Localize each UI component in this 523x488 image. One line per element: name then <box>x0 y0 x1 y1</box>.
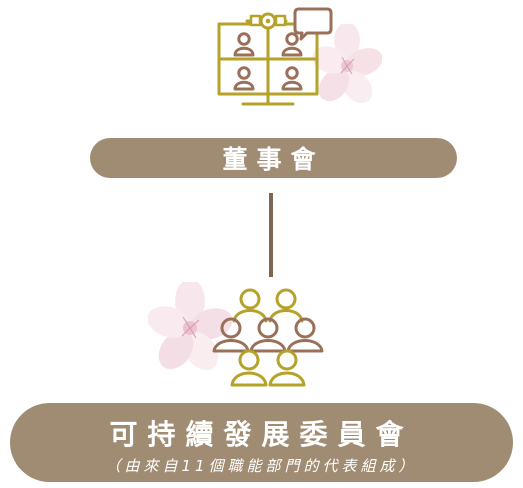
cherry-blossom-icon <box>147 279 233 372</box>
cherry-blossom-icon <box>312 22 383 106</box>
committee-box: 可持續發展委員會 （由來自11個職能部門的代表組成） <box>10 403 513 482</box>
videoconference-board-icon <box>211 6 337 108</box>
people-group-icon <box>206 287 334 393</box>
board-box: 董事會 <box>90 138 457 178</box>
board-label: 董事會 <box>222 145 325 174</box>
connector-line <box>269 193 273 277</box>
committee-subtitle: （由來自11個職能部門的代表組成） <box>105 457 418 475</box>
committee-title: 可持續發展委員會 <box>109 418 414 451</box>
